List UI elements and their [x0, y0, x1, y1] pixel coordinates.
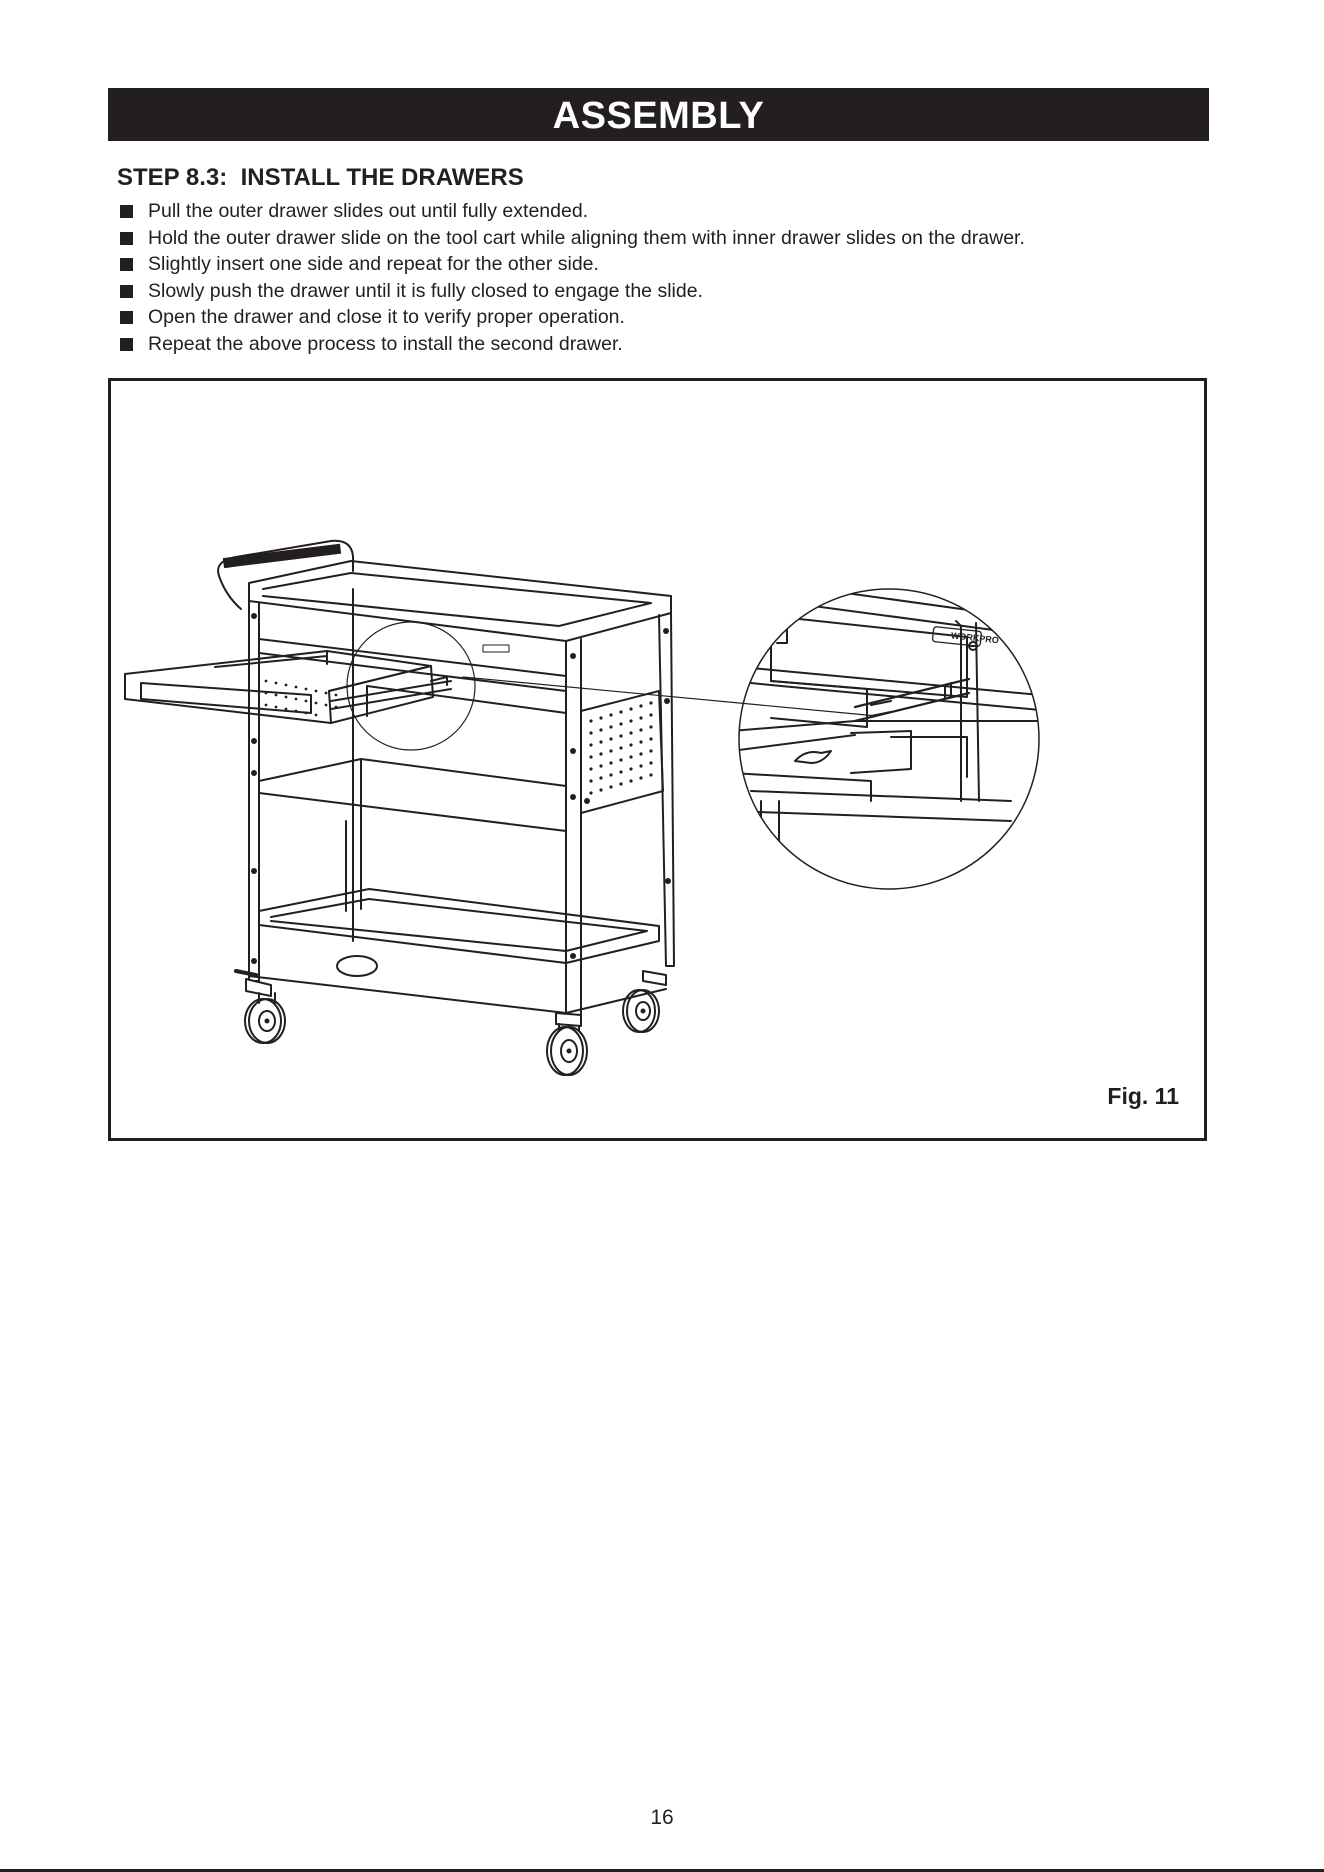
bullet-icon [120, 205, 133, 218]
step-item: Repeat the above process to install the … [120, 331, 1025, 358]
step-item-text: Slowly push the drawer until it is fully… [148, 279, 703, 302]
step-item: Hold the outer drawer slide on the tool … [120, 225, 1025, 252]
step-item-text: Repeat the above process to install the … [148, 332, 623, 355]
step-list: Pull the outer drawer slides out until f… [120, 198, 1025, 358]
step-item-text: Open the drawer and close it to verify p… [148, 306, 625, 329]
figure-label: Fig. 11 [1107, 1083, 1179, 1109]
bottom-rule [0, 1869, 1324, 1872]
drawer-slide-detail-illustration: WORKPRO [738, 588, 1040, 890]
section-title: ASSEMBLY [552, 95, 765, 137]
bullet-icon [120, 231, 133, 245]
step-item: Open the drawer and close it to verify p… [120, 304, 1025, 331]
figure-illustration: WORKPRO [124, 539, 1040, 1076]
bullet-icon [120, 258, 133, 272]
step-item-text: Pull the outer drawer slides out until f… [148, 200, 589, 222]
page-number: 16 [650, 1806, 674, 1829]
step-item: Slightly insert one side and repeat for … [120, 251, 1025, 278]
figure-frame: WORKPRO Fig. 11 [108, 378, 1207, 1141]
bullet-icon [120, 284, 133, 298]
step-item: Pull the outer drawer slides out until f… [120, 198, 1025, 225]
step-item-text: Hold the outer drawer slide on the tool … [148, 226, 1025, 249]
bullet-icon [120, 311, 133, 325]
brand-badge: WORKPRO [951, 630, 1000, 645]
section-header: ASSEMBLY [108, 88, 1209, 141]
step-item-text: Slightly insert one side and repeat for … [148, 253, 599, 276]
step-title: STEP 8.3: INSTALL THE DRAWERS [117, 164, 524, 191]
tool-cart-illustration [124, 539, 878, 1076]
bullet-icon [120, 337, 133, 351]
step-item: Slowly push the drawer until it is fully… [120, 278, 1025, 305]
